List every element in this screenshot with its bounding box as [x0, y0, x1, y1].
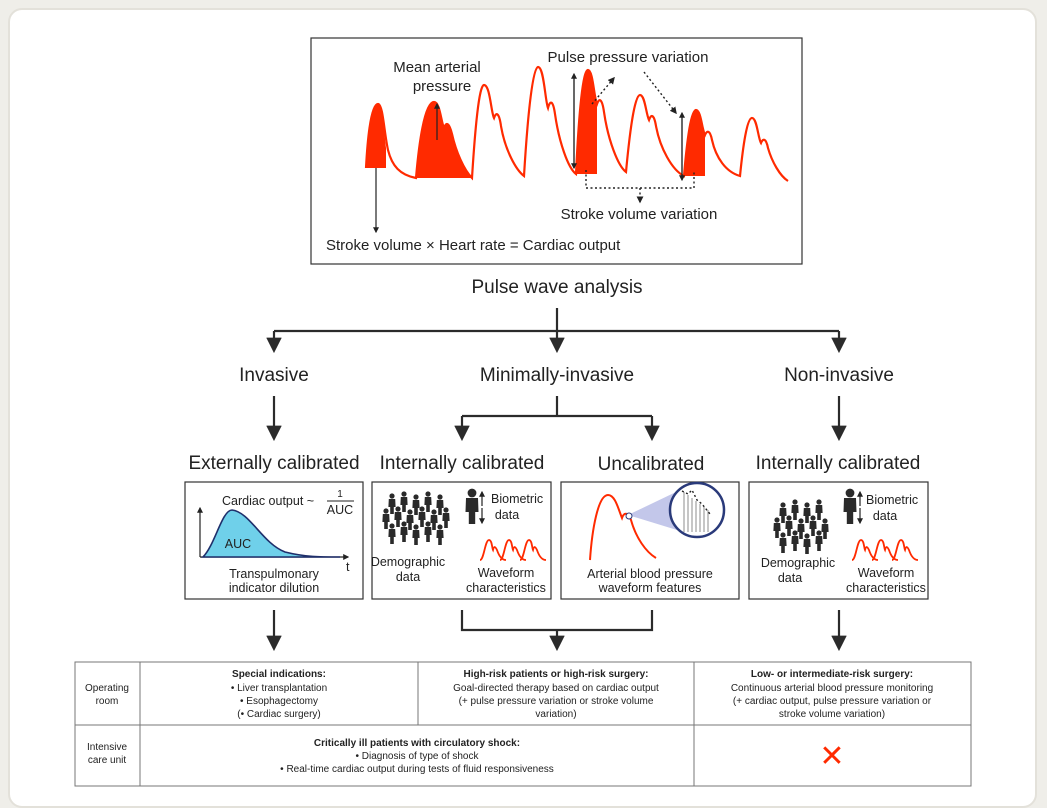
indications-table — [74, 661, 972, 787]
cell-low-risk-line-3: stroke volume variation) — [779, 709, 885, 720]
title-internally-calibrated-min: Internally calibrated — [380, 453, 545, 474]
min-pulse-area — [684, 110, 705, 176]
title-externally-calibrated: Externally calibrated — [188, 453, 359, 474]
formula-text: Cardiac output ~ — [222, 494, 314, 508]
pulse-wave-panel — [310, 37, 803, 265]
internally-calibrated-non-box — [748, 481, 929, 600]
cell-low-risk-line-1: Continuous arterial blood pressure monit… — [731, 683, 933, 694]
mean-arterial-pressure-label-2: pressure — [413, 78, 471, 95]
row-icu-label-1: Intensive — [87, 742, 127, 753]
cell-high-risk-heading: High-risk patients or high-risk surgery: — [463, 669, 648, 680]
stroke-area-first-beat — [366, 104, 386, 168]
axis-t-label: t — [346, 560, 350, 574]
abp-features-line1: Arterial blood pressure — [587, 567, 713, 581]
max-pulse-area — [576, 70, 597, 174]
ppv-dotted-left — [591, 76, 615, 105]
transpulmonary-line1: Transpulmonary — [229, 567, 320, 581]
transpulmonary-line2: indicator dilution — [229, 581, 319, 595]
stroke-volume-variation-label: Stroke volume variation — [561, 206, 718, 223]
cell-high-risk-line-2: (+ pulse pressure variation or stroke vo… — [459, 696, 654, 707]
cell-special-indications-heading: Special indications: — [232, 669, 326, 680]
waveform-label-1-non: Waveform — [858, 566, 915, 580]
magnifier-icon — [668, 481, 726, 539]
focus-point — [625, 512, 633, 520]
auc-label: AUC — [225, 537, 251, 551]
cell-shock-item-1: • Diagnosis of type of shock — [355, 751, 479, 762]
demographic-label-2-non: data — [778, 571, 802, 585]
biometric-label-1: Biometric — [491, 492, 543, 506]
abp-waveform — [589, 493, 657, 561]
biometric-label-2: data — [495, 508, 519, 522]
waveform-label-2-non: characteristics — [846, 581, 926, 595]
dilution-curve-auc — [201, 509, 341, 558]
category-minimally-invasive: Minimally-invasive — [480, 365, 634, 386]
cardiac-output-formula: Stroke volume × Heart rate = Cardiac out… — [326, 237, 621, 254]
demographic-label-2: data — [396, 570, 420, 584]
root-title: Pulse wave analysis — [471, 277, 642, 298]
mean-arterial-pressure-label-1: Mean arterial — [393, 59, 481, 76]
cell-shock-item-2: • Real-time cardiac output during tests … — [280, 764, 554, 775]
title-uncalibrated: Uncalibrated — [598, 454, 705, 475]
cell-special-item-3: (• Cardiac surgery) — [237, 709, 321, 720]
row-operating-room-label-2: room — [96, 696, 119, 707]
minimally-merge-bracket — [460, 610, 654, 632]
waveform-label-2: characteristics — [466, 581, 546, 595]
pulse-pressure-variation-label: Pulse pressure variation — [548, 49, 709, 66]
cell-high-risk-line-1: Goal-directed therapy based on cardiac o… — [453, 683, 659, 694]
magnified-feature-bars — [681, 488, 711, 532]
abp-features-line2: waveform features — [598, 581, 702, 595]
biometric-label-2-non: data — [873, 509, 897, 523]
demographic-label-1: Demographic — [371, 555, 445, 569]
formula-denominator: AUC — [327, 503, 353, 517]
row-icu-label-2: care unit — [88, 755, 127, 766]
formula-numerator: 1 — [337, 489, 343, 500]
waveform-label-1: Waveform — [478, 566, 535, 580]
cell-special-item-2: • Esophagectomy — [240, 696, 318, 707]
category-non-invasive: Non-invasive — [784, 365, 894, 386]
demographic-label-1-non: Demographic — [761, 556, 835, 570]
cell-shock-heading: Critically ill patients with circulatory… — [314, 738, 520, 749]
cell-low-risk-heading: Low- or intermediate-risk surgery: — [751, 669, 913, 680]
category-invasive: Invasive — [239, 365, 309, 386]
cell-special-item-1: • Liver transplantation — [231, 683, 327, 694]
title-internally-calibrated-non: Internally calibrated — [756, 453, 921, 474]
mean-pressure-area — [416, 102, 472, 178]
row-operating-room-label-1: Operating — [85, 683, 129, 694]
cell-low-risk-line-2: (+ cardiac output, pulse pressure variat… — [733, 696, 932, 707]
cell-high-risk-line-3: variation) — [535, 709, 576, 720]
not-applicable-x-icon: ✕ — [819, 740, 844, 773]
biometric-label-1-non: Biometric — [866, 493, 918, 507]
